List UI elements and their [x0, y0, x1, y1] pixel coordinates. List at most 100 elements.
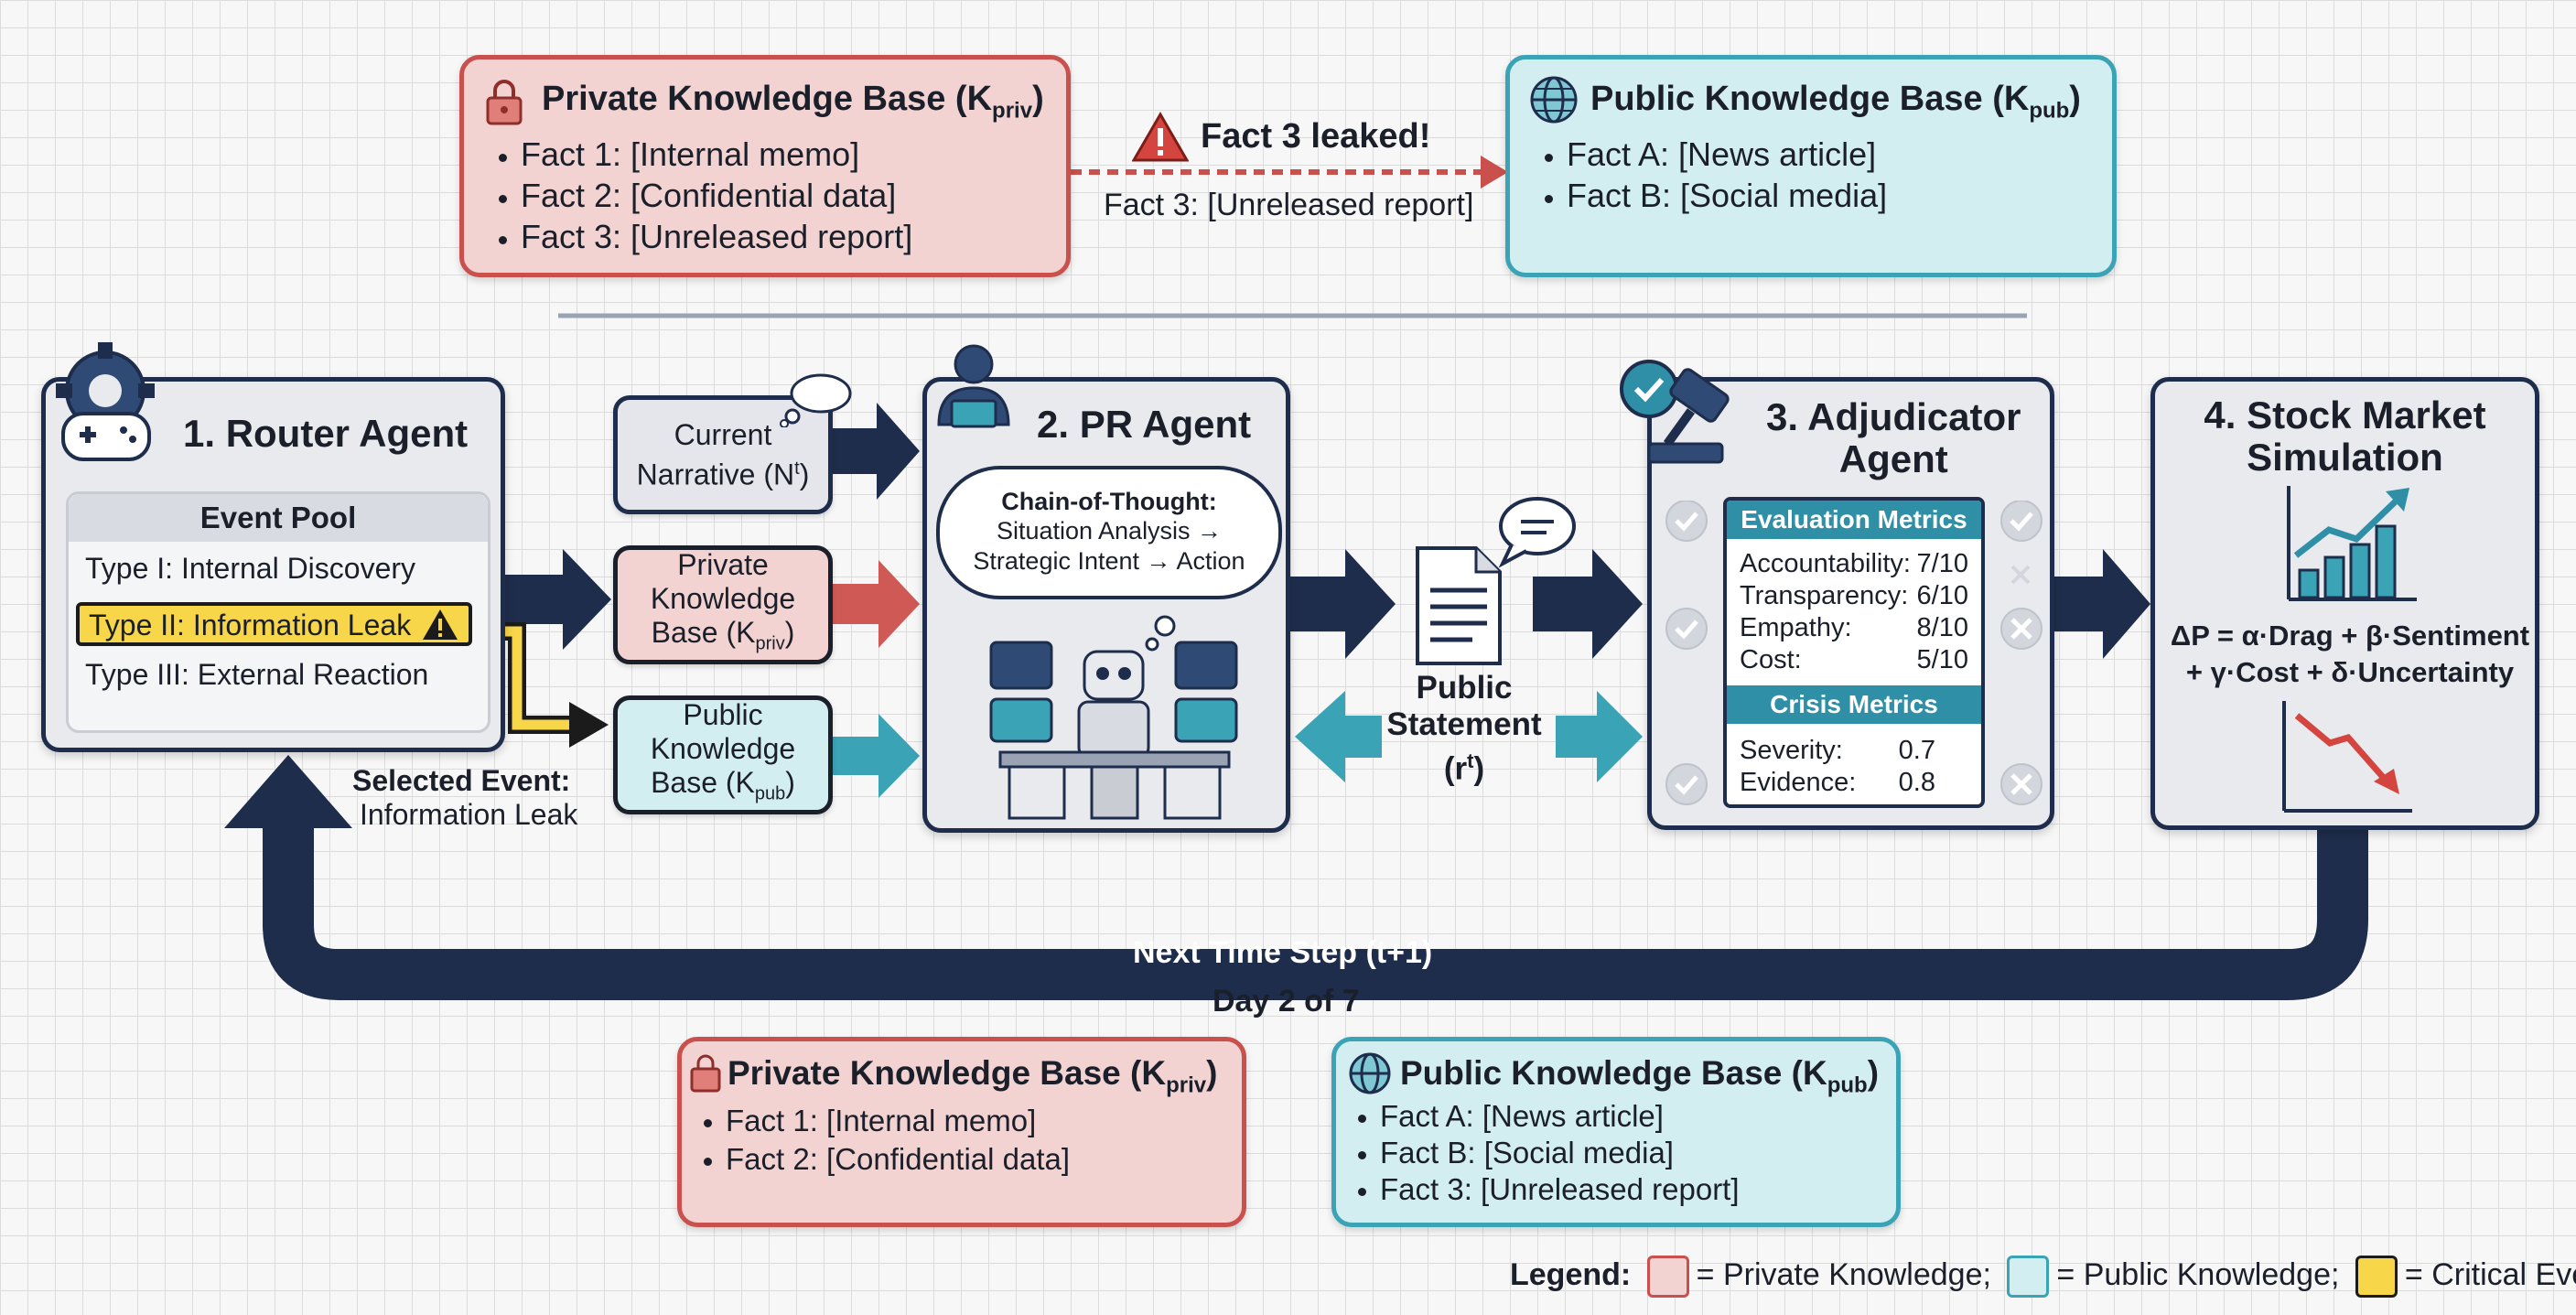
private-input-label-1: Private	[677, 548, 769, 582]
adjudicator-title-1: 3. Adjudicator	[1766, 395, 2021, 438]
cot-title: Chain-of-Thought:	[1001, 488, 1217, 515]
public-input-label-2: Knowledge	[650, 732, 796, 766]
formula-line-2: + γ·Cost + δ·Uncertainty	[2185, 656, 2515, 688]
bottom-private-kb-facts: Fact 1: [Internal memo] Fact 2: [Confide…	[669, 1102, 1070, 1179]
market-title-2: Simulation	[2247, 436, 2443, 479]
stock-market-title: 4. Stock Market Simulation	[2155, 394, 2535, 479]
fact-item: Fact 1: [Internal memo]	[521, 134, 912, 175]
event-type-1[interactable]: Type I: Internal Discovery	[85, 552, 416, 585]
statement-line-3: (rt)	[1443, 749, 1485, 787]
evaluation-metrics-title: Evaluation Metrics	[1727, 501, 1981, 539]
arrow-pr-to-statement	[1290, 549, 1396, 659]
metric-row: Accountability:7/10	[1740, 549, 1968, 578]
selected-event-label: Selected Event:	[352, 764, 571, 797]
formula-line-1: ΔP = α·Drag + β·Sentiment	[2170, 620, 2530, 652]
legend-private-swatch	[1646, 1256, 1689, 1298]
private-input-label-2: Knowledge	[650, 582, 796, 616]
metric-row: Cost:5/10	[1740, 645, 1968, 674]
warning-icon	[423, 609, 458, 640]
statement-line-1: Public	[1416, 670, 1513, 706]
router-agent-title: 1. Router Agent	[183, 412, 469, 455]
event-pool-title: Event Pool	[69, 494, 488, 542]
leak-arrow-head	[1481, 156, 1508, 189]
chain-of-thought-bubble: Chain-of-Thought: Situation Analysis → S…	[936, 466, 1282, 599]
event-type-2-highlight[interactable]: Type II: Information Leak	[76, 602, 472, 646]
stock-market-panel: 4. Stock Market Simulation ΔP = α·Drag +…	[2150, 377, 2539, 830]
metrics-card: Evaluation Metrics Accountability:7/10 T…	[1723, 497, 1985, 808]
legend-critical-label: = Critical Event	[2404, 1256, 2576, 1292]
narrative-sup: t	[794, 458, 800, 479]
private-input-sub: priv	[755, 633, 785, 654]
person-laptop-icon	[937, 344, 1010, 428]
public-input-label-3: Base (K	[651, 766, 755, 800]
right-status-icons	[2000, 501, 2042, 805]
robot-workstation-icon	[989, 615, 1238, 820]
lock-icon	[689, 1052, 722, 1097]
crisis-row: Evidence:0.8	[1740, 768, 1935, 797]
arrow-narrative-to-pr	[828, 403, 920, 500]
pr-agent-panel: 2. PR Agent Chain-of-Thought: Situation …	[922, 377, 1290, 833]
legend-public-swatch	[2007, 1256, 2050, 1298]
legend-public-label: = Public Knowledge;	[2056, 1256, 2340, 1292]
speech-bubble-icon	[1498, 497, 1576, 567]
arrow-feedback-to-adjudicator	[1556, 691, 1643, 782]
arrow-statement-to-pr	[1295, 691, 1382, 782]
decline-chart-icon	[2282, 701, 2412, 813]
public-input-close: )	[785, 766, 795, 800]
next-time-step-label: Next Time Step (t+1)	[1133, 935, 1433, 970]
fact-item: Fact 2: [Confidential data]	[726, 1140, 1070, 1179]
top-public-kb-title: Public Knowledge Base (Kpub)	[1590, 80, 2081, 124]
cot-line-1: Situation Analysis →	[996, 517, 1223, 544]
top-public-kb: Public Knowledge Base (Kpub) Fact A: [Ne…	[1505, 55, 2117, 277]
narrative-close: )	[799, 458, 810, 491]
private-input-label-3: Base (K	[651, 616, 756, 650]
growth-chart-icon	[2287, 486, 2417, 601]
market-title-1: 4. Stock Market	[2204, 393, 2486, 437]
fact-item: Fact 2: [Confidential data]	[521, 175, 912, 216]
private-input-close: )	[784, 616, 795, 650]
event-type-3[interactable]: Type III: External Reaction	[85, 658, 429, 691]
pr-agent-title: 2. PR Agent	[1037, 403, 1252, 446]
legend: Legend: = Private Knowledge; = Public Kn…	[1510, 1256, 2576, 1298]
loop-arrow	[263, 824, 2368, 1000]
day-counter: Day 2 of 7	[1213, 984, 1360, 1019]
fact-item: Fact 1: [Internal memo]	[726, 1102, 1070, 1140]
bottom-private-kb-title: Private Knowledge Base (Kpriv)	[728, 1054, 1218, 1098]
legend-title: Legend:	[1510, 1256, 1632, 1292]
arrow-private-to-pr	[833, 560, 920, 648]
document-icon	[1416, 546, 1502, 665]
loop-arrow-head	[224, 755, 352, 828]
public-statement-label: Public Statement (rt)	[1377, 670, 1551, 788]
fact-item: Fact 3: [Unreleased report]	[521, 216, 912, 257]
fact-item: Fact B: [Social media]	[1380, 1135, 1740, 1171]
adjudicator-title-2: Agent	[1838, 437, 1948, 480]
top-public-kb-facts: Fact A: [News article] Fact B: [Social m…	[1510, 134, 1887, 216]
crisis-row: Severity:0.7	[1740, 736, 1935, 765]
arrow-statement-to-adjudicator	[1533, 549, 1643, 659]
globe-icon	[1528, 74, 1579, 130]
lock-icon	[484, 78, 524, 130]
cot-line-2: Strategic Intent → Action	[973, 547, 1245, 575]
top-private-kb-facts: Fact 1: [Internal memo] Fact 2: [Confide…	[464, 134, 912, 257]
metric-row: Empathy:8/10	[1740, 613, 1968, 642]
thought-bubble-icon	[780, 371, 853, 432]
event-pool: Event Pool Type I: Internal Discovery Ty…	[66, 491, 490, 733]
selected-event-value: Information Leak	[360, 798, 578, 831]
public-input-sub: pub	[754, 783, 786, 804]
legend-private-label: = Private Knowledge;	[1696, 1256, 1991, 1292]
narrative-label-2: Narrative (N	[636, 458, 795, 491]
price-formula: ΔP = α·Drag + β·Sentiment + γ·Cost + δ·U…	[2162, 618, 2538, 691]
gear-gamepad-icon	[50, 340, 169, 473]
left-check-icons	[1665, 501, 1708, 805]
leak-title: Fact 3 leaked!	[1201, 117, 1431, 156]
arrow-public-to-pr	[833, 714, 920, 798]
fact-item: Fact A: [News article]	[1567, 134, 1887, 175]
bottom-public-kb-title: Public Knowledge Base (Kpub)	[1400, 1054, 1880, 1098]
bottom-public-kb-facts: Fact A: [News article] Fact B: [Social m…	[1323, 1098, 1740, 1208]
warning-icon	[1131, 112, 1190, 167]
public-input-label-1: Public	[683, 698, 763, 732]
fact-item: Fact B: [Social media]	[1567, 175, 1887, 216]
